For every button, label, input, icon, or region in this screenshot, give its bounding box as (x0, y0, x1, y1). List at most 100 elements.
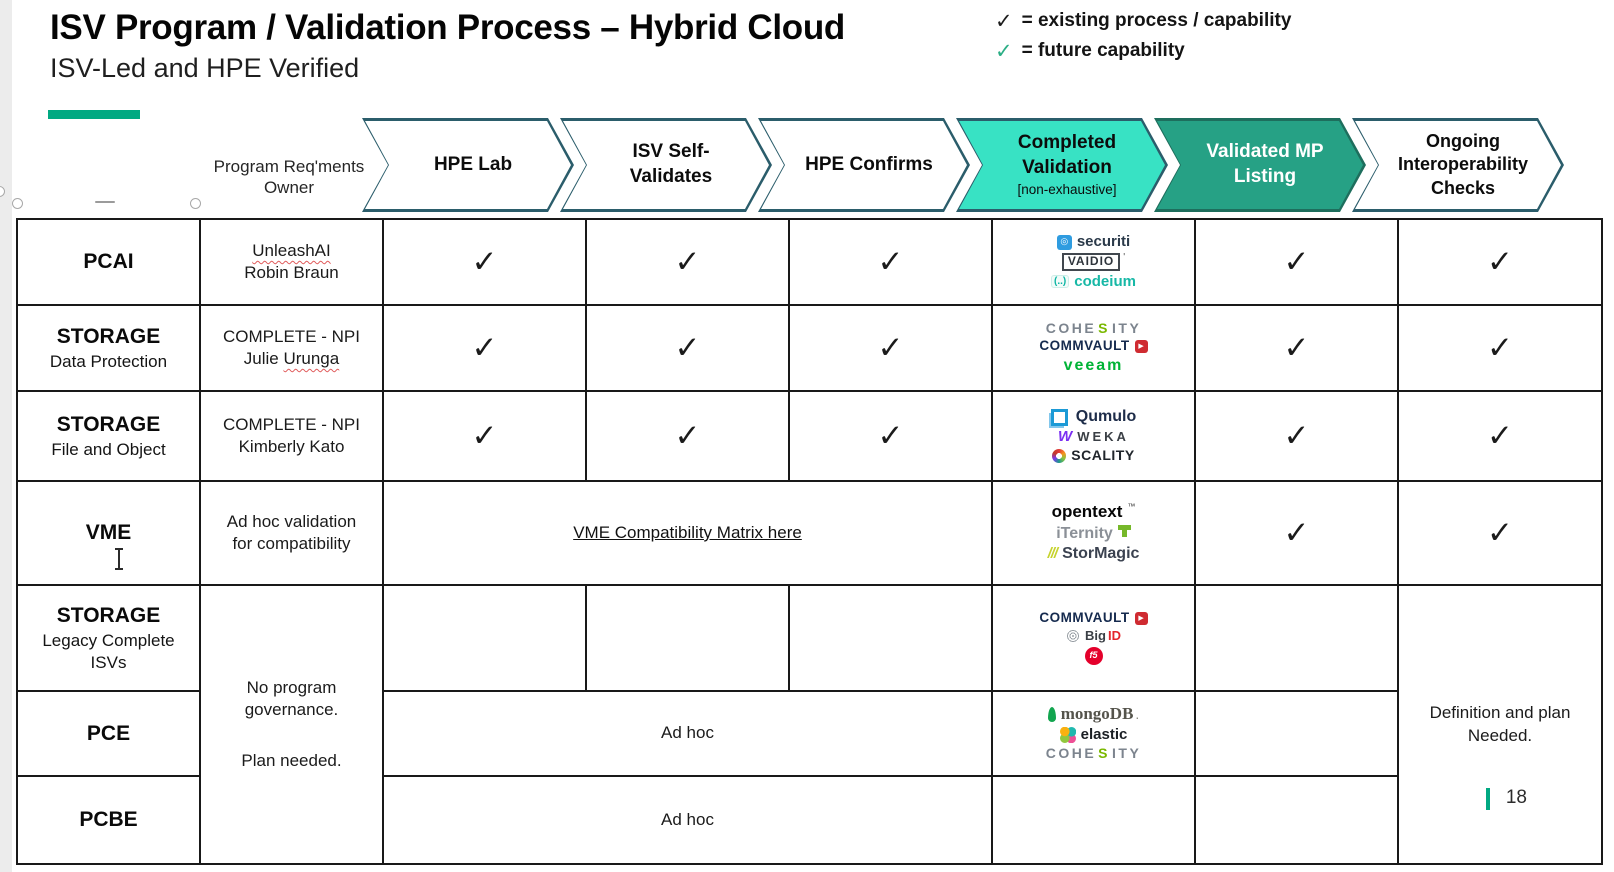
logo-text: S (1098, 320, 1110, 337)
check-vme-mp-listing: ✓ (1196, 482, 1397, 584)
check-pcai-mp-listing: ✓ (1196, 220, 1397, 304)
owner-line: Julie Urunga (243, 349, 340, 368)
check-storage-dp-self-validates: ✓ (587, 306, 788, 390)
row-label-pcai: PCAI (18, 220, 199, 304)
owner-line: Robin Braun (244, 263, 339, 282)
check-storage-fo-self-validates: ✓ (587, 392, 788, 480)
selection-handle[interactable] (12, 198, 23, 209)
check-storage-dp-confirms: ✓ (790, 306, 991, 390)
check-storage-dp-ongoing: ✓ (1399, 306, 1601, 390)
logo-veeam: veeam (1064, 357, 1124, 375)
empty-cell-legacy-confirms (790, 586, 991, 690)
process-step-isv-self-validates: ISV Self- Validates (560, 118, 772, 212)
owner-paragraph: Plan needed. (241, 750, 342, 770)
logo-text: mongoDB (1060, 704, 1134, 724)
accent-bar (48, 110, 140, 119)
process-step-hpe-lab: HPE Lab (362, 118, 574, 212)
row-label-storage-fo: STORAGE File and Object (18, 392, 199, 480)
page-number: 18 (1485, 786, 1527, 811)
logo-codeium: (..)codeium (1051, 273, 1136, 291)
check-storage-dp-hpe-lab: ✓ (384, 306, 585, 390)
process-step-ongoing-interoperability: Ongoing Interoperability Checks (1352, 118, 1564, 212)
scality-icon (1052, 449, 1067, 464)
logo-text: S (1098, 745, 1110, 762)
page-subtitle: ISV-Led and HPE Verified (50, 53, 360, 83)
qumulo-icon (1050, 408, 1068, 426)
pce-adhoc-cell: Ad hoc (384, 692, 991, 775)
row-subtitle: Legacy Complete ISVs (42, 630, 175, 672)
logo-mongodb: mongoDB. (1047, 704, 1139, 724)
slide-canvas-edge (0, 0, 12, 872)
elastic-icon (1059, 727, 1076, 744)
logo-text: Big (1085, 628, 1106, 644)
row-label-storage-dp: STORAGE Data Protection (18, 306, 199, 390)
iternity-icon (1117, 524, 1131, 537)
logo-text: ' (1123, 251, 1126, 263)
owner-storage-dp: COMPLETE - NPI Julie Urunga (201, 306, 382, 390)
owner-vme: Ad hoc validation for compatibility (201, 482, 382, 584)
logo-text: ITY (1112, 745, 1142, 762)
logo-iternity: iTernity (1056, 524, 1131, 543)
check-storage-fo-mp-listing: ✓ (1196, 392, 1397, 480)
logo-securiti: ◎securiti (1056, 233, 1130, 251)
check-vme-ongoing: ✓ (1399, 482, 1601, 584)
logo-text: COHE (1045, 745, 1097, 762)
empty-cell-legacy-self-validates (587, 586, 788, 690)
empty-cell-pcbe-mp-listing (1196, 777, 1397, 863)
check-pcai-hpe-lab: ✓ (384, 220, 585, 304)
row-label-pcbe: PCBE (18, 777, 199, 863)
logo-f5: f5 (1084, 646, 1103, 665)
row-title: STORAGE (56, 604, 161, 628)
process-step-hpe-confirms: HPE Confirms (758, 118, 970, 212)
selection-handle[interactable] (190, 198, 201, 209)
mongo-icon (1047, 707, 1056, 723)
owner-line: COMPLETE - NPI (223, 326, 360, 346)
legend-label: = future capability (1021, 40, 1185, 61)
logo-text: ITY (1112, 320, 1142, 337)
logo-qumulo: Qumulo (1050, 408, 1136, 426)
bigid-icon (1066, 629, 1081, 644)
check-storage-dp-mp-listing: ✓ (1196, 306, 1397, 390)
legend-label: = existing process / capability (1021, 10, 1292, 31)
row-title: STORAGE (56, 325, 161, 349)
row-label-storage-legacy: STORAGE Legacy Complete ISVs (18, 586, 199, 690)
logo-commvault: COMMVAULT ▶ (1039, 338, 1148, 354)
row-subtitle: File and Object (51, 439, 166, 459)
resize-dash-handle[interactable] (95, 201, 115, 203)
row-title: PCAI (83, 250, 134, 274)
vme-compatibility-matrix-link[interactable]: VME Compatibility Matrix here (573, 522, 802, 542)
empty-cell-legacy-hpe-lab (384, 586, 585, 690)
owner-line: UnleashAI (252, 240, 331, 260)
row-subtitle: Data Protection (49, 351, 168, 371)
page-number-accent-bar (1485, 787, 1490, 810)
empty-cell-pce-mp-listing (1196, 692, 1397, 775)
page-title: ISV Program / Validation Process – Hybri… (50, 8, 846, 47)
vme-compatibility-cell: VME Compatibility Matrix here (384, 482, 991, 584)
logo-text: SCALITY (1071, 447, 1135, 464)
check-pcai-self-validates: ✓ (587, 220, 788, 304)
empty-cell-legacy-mp-listing (1196, 586, 1397, 690)
logo-text: COMMVAULT (1039, 338, 1130, 354)
securiti-icon: ◎ (1056, 234, 1072, 250)
row-title: PCE (86, 721, 131, 745)
owner-column-header: Program Req'ments Owner (213, 157, 365, 198)
logo-text: COMMVAULT (1039, 610, 1130, 626)
row-label-vme: VME (18, 482, 199, 584)
row-label-pce: PCE (18, 692, 199, 775)
definition-plan-note: Definition and plan Needed. (1429, 703, 1571, 745)
green-check-icon: ✓ (995, 38, 1013, 63)
non-exhaustive-note: [non-exhaustive] (1017, 182, 1117, 198)
check-storage-fo-confirms: ✓ (790, 392, 991, 480)
logo-text: iTernity (1056, 524, 1113, 542)
logos-pcbe (993, 777, 1194, 863)
logo-text: VAIDIO (1061, 253, 1121, 271)
check-storage-fo-ongoing: ✓ (1399, 392, 1601, 480)
commvault-icon: ▶ (1134, 340, 1148, 354)
